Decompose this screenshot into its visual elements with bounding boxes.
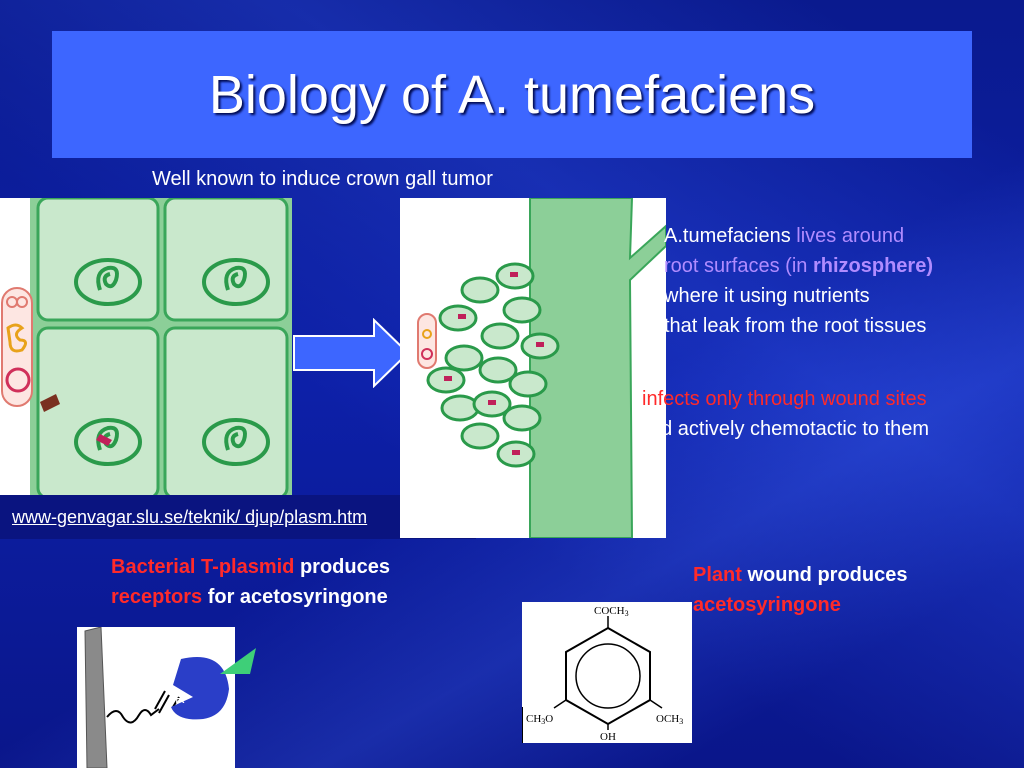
plant-line-2: acetosyringone bbox=[693, 594, 841, 616]
plasmid-l2a: receptors bbox=[111, 586, 203, 608]
wound-line-1: infects only through wound sites bbox=[642, 388, 927, 410]
plasmid-line-1: Bacterial T-plasmid produces bbox=[111, 552, 390, 582]
right-arrow-icon bbox=[293, 318, 410, 388]
chem-left-sub: 3 bbox=[541, 717, 545, 726]
rhizo-l2a: root surfaces (in bbox=[664, 255, 813, 277]
chem-right: OCH bbox=[656, 713, 679, 725]
wound-line-2: nd actively chemotactic to them bbox=[650, 418, 930, 440]
chem-top-sub: 3 bbox=[625, 609, 629, 618]
receptor-illustration: R bbox=[77, 627, 235, 768]
acetosyringone-structure: COCH3 CH3O OCH3 OH bbox=[522, 602, 692, 743]
plant-l1a: Plant bbox=[693, 564, 742, 586]
plant-cells-figure bbox=[0, 198, 292, 498]
receptor-label: R bbox=[175, 690, 185, 706]
plant-text: Plant wound produces acetosyringone bbox=[693, 560, 907, 620]
rhizo-l1a: A.tumefaciens bbox=[664, 225, 797, 247]
chem-right-sub: 3 bbox=[679, 717, 683, 726]
chem-left: CH bbox=[526, 713, 541, 725]
chemical-structure-illustration: COCH3 CH3O OCH3 OH bbox=[522, 602, 692, 743]
svg-text:COCH3: COCH3 bbox=[594, 605, 629, 618]
source-url-link[interactable]: www-genvagar.slu.se/teknik/ djup/plasm.h… bbox=[12, 506, 368, 527]
chem-top: COCH bbox=[594, 605, 625, 617]
plasmid-l1a: Bacterial T-plasmid bbox=[111, 556, 295, 578]
infected-root-illustration bbox=[400, 198, 666, 538]
caption: Well known to induce crown gall tumor bbox=[152, 168, 493, 190]
rhizo-line-1: A.tumefaciens lives around bbox=[664, 221, 933, 251]
plant-l1b: wound produces bbox=[741, 564, 908, 586]
rhizo-l2b: rhizosphere) bbox=[812, 255, 933, 277]
plasmid-l1b: produces bbox=[294, 556, 390, 578]
title-box: Biology of A. tumefaciens bbox=[52, 31, 972, 158]
plasmid-l2b: for acetosyringone bbox=[202, 586, 388, 608]
svg-text:CH3O: CH3O bbox=[526, 713, 553, 726]
infected-root-figure bbox=[400, 198, 666, 538]
plasmid-line-2: receptors for acetosyringone bbox=[111, 582, 390, 612]
rhizo-line-4: that leak from the root tissues bbox=[664, 315, 927, 337]
plasmid-text: Bacterial T-plasmid produces receptors f… bbox=[111, 552, 390, 612]
wound-text: infects only through wound sites nd acti… bbox=[642, 384, 929, 444]
receptor-figure: R bbox=[77, 627, 235, 768]
rhizo-line-2: root surfaces (in rhizosphere) bbox=[664, 251, 933, 281]
plant-line-1: Plant wound produces bbox=[693, 560, 907, 590]
ligand-triangle-icon bbox=[220, 648, 256, 674]
plant-cells-illustration bbox=[0, 198, 292, 498]
rhizo-l1b: lives around bbox=[796, 225, 905, 247]
source-url-box: www-genvagar.slu.se/teknik/ djup/plasm.h… bbox=[0, 495, 476, 539]
svg-text:OCH3: OCH3 bbox=[656, 713, 683, 726]
bacterium-icon bbox=[1, 287, 33, 407]
slide-title: Biology of A. tumefaciens bbox=[208, 64, 816, 125]
chem-left-tail: O bbox=[545, 713, 553, 725]
chem-bottom: OH bbox=[600, 731, 616, 743]
rhizosphere-text: A.tumefaciens lives around root surfaces… bbox=[664, 221, 933, 341]
rhizo-line-3: where it using nutrients bbox=[664, 285, 870, 307]
